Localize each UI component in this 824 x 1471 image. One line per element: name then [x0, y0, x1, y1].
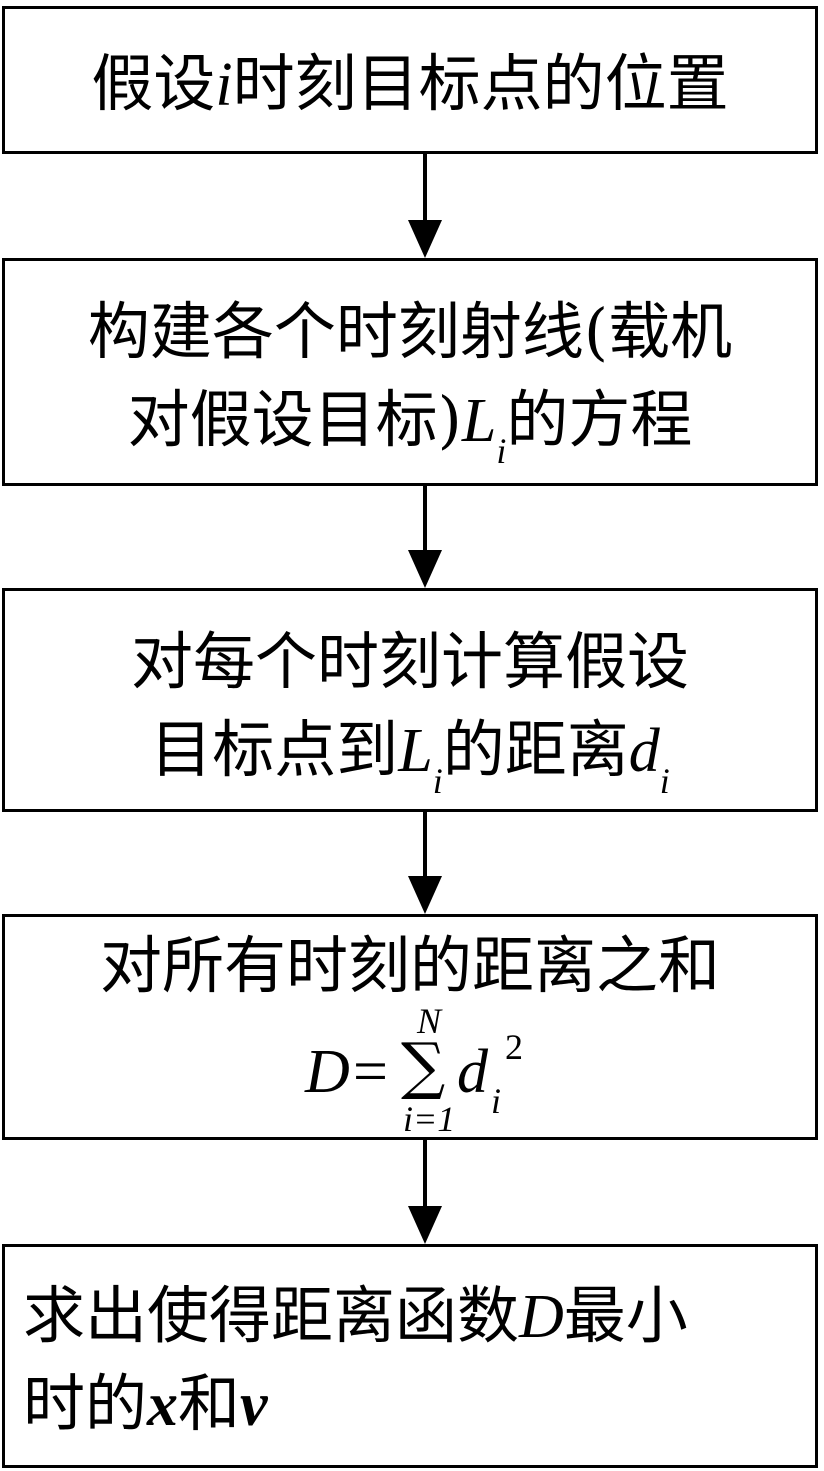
step-5-text-a: 求出使得距离函数 [23, 1279, 520, 1352]
step-2-line-2: 对假设目标)Li的方程 [5, 387, 815, 470]
step-2-text-b: 对假设目标) [127, 383, 462, 456]
step-5-box: 求出使得距离函数D最小 时的x和v [2, 1244, 818, 1468]
step-4-box: 对所有时刻的距离之和 D = N ∑ i=1 d i 2 [2, 914, 818, 1140]
step-1-line-1: 假设i时刻目标点的位置 [5, 51, 815, 119]
sum-formula: D = N ∑ i=1 d i 2 [5, 917, 815, 1137]
step-5-var-D: D [519, 1283, 564, 1351]
arrow-4-head [408, 1206, 442, 1244]
step-2-line-1: 构建各个时刻射线(载机 [5, 301, 815, 363]
step-3-text-c: 的距离 [442, 713, 629, 786]
step-3-var-L: L [398, 717, 433, 785]
sum-icon: ∑ [401, 1029, 446, 1102]
formula-term-superscript: 2 [505, 1027, 523, 1067]
arrow-1 [408, 154, 442, 258]
formula-lower-limit: i=1 [403, 1099, 456, 1139]
step-3-text-b: 目标点到 [150, 713, 399, 786]
step-2-sub-i: i [496, 431, 507, 471]
arrow-3 [408, 812, 442, 914]
step-2-var-L: L [461, 387, 497, 455]
arrow-1-head [408, 220, 442, 258]
step-5-line-1: 求出使得距离函数D最小 [5, 1283, 815, 1351]
step-1-text-a: 假设 [91, 47, 216, 120]
step-1-box: 假设i时刻目标点的位置 [2, 6, 818, 154]
step-5-text-d: 和 [178, 1367, 241, 1440]
step-5-var-v: v [240, 1371, 268, 1439]
step-3-text-a: 对每个时刻计算假设 [130, 625, 689, 698]
step-4-text-a: 对所有时刻的距离之和 [99, 929, 720, 1002]
formula-upper-limit-N: N [417, 1001, 442, 1041]
step-3-sub-i-2: i [659, 761, 670, 801]
arrow-3-head [408, 876, 442, 914]
step-3-sub-i-1: i [432, 761, 443, 801]
arrow-2-head [408, 550, 442, 588]
step-3-var-d: d [628, 717, 660, 785]
arrow-2 [408, 486, 442, 588]
step-1-text-b: 时刻目标点的位置 [232, 47, 729, 120]
arrow-3-shaft [423, 812, 427, 880]
step-5-text-c: 时的 [23, 1367, 148, 1440]
step-2-text-c: 的方程 [506, 383, 693, 456]
step-5-var-x: x [147, 1371, 179, 1439]
step-5-line-2: 时的x和v [5, 1371, 815, 1439]
step-3-box: 对每个时刻计算假设 目标点到Li的距离di [2, 588, 818, 812]
arrow-4 [408, 1140, 442, 1244]
step-1-var-i: i [215, 51, 233, 119]
formula-term-d: d [457, 1038, 488, 1106]
step-4-line-1: 对所有时刻的距离之和 [5, 935, 815, 997]
arrow-4-shaft [423, 1140, 427, 1210]
arrow-2-shaft [423, 486, 427, 554]
step-3-line-2: 目标点到Li的距离di [5, 717, 815, 800]
step-5-text-b: 最小 [563, 1279, 688, 1352]
formula-lhs-D: D [305, 1038, 350, 1106]
formula-term-subscript: i [491, 1081, 502, 1121]
formula-equals: = [353, 1038, 388, 1106]
step-2-text-a: 构建各个时刻射线(载机 [87, 295, 733, 368]
arrow-1-shaft [423, 154, 427, 224]
step-2-box: 构建各个时刻射线(载机 对假设目标)Li的方程 [2, 258, 818, 486]
step-3-line-1: 对每个时刻计算假设 [5, 631, 815, 693]
